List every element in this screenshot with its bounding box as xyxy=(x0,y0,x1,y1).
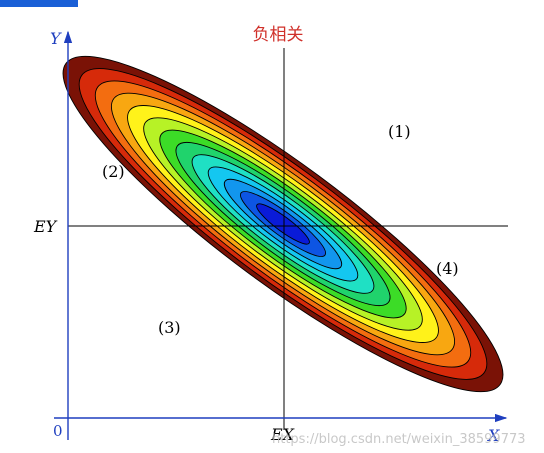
top-banner-fragment xyxy=(0,0,78,7)
origin-label: 0 xyxy=(53,422,63,440)
diagram-title: 负相关 xyxy=(253,25,304,45)
mean-y-label: EY xyxy=(33,217,58,236)
region-label-2: (2) xyxy=(102,162,125,181)
region-label-3: (3) xyxy=(158,318,181,337)
region-label-4: (4) xyxy=(436,259,459,278)
contour-level-13 xyxy=(256,203,310,245)
region-label-1: (1) xyxy=(388,122,411,141)
x-axis-label: X xyxy=(486,426,500,445)
contour-ellipses xyxy=(62,55,504,393)
y-axis-label: Y xyxy=(50,29,62,48)
mean-x-label: EX xyxy=(270,425,295,444)
watermark-text: https://blog.csdn.net/weixin_38599773 xyxy=(272,432,526,447)
